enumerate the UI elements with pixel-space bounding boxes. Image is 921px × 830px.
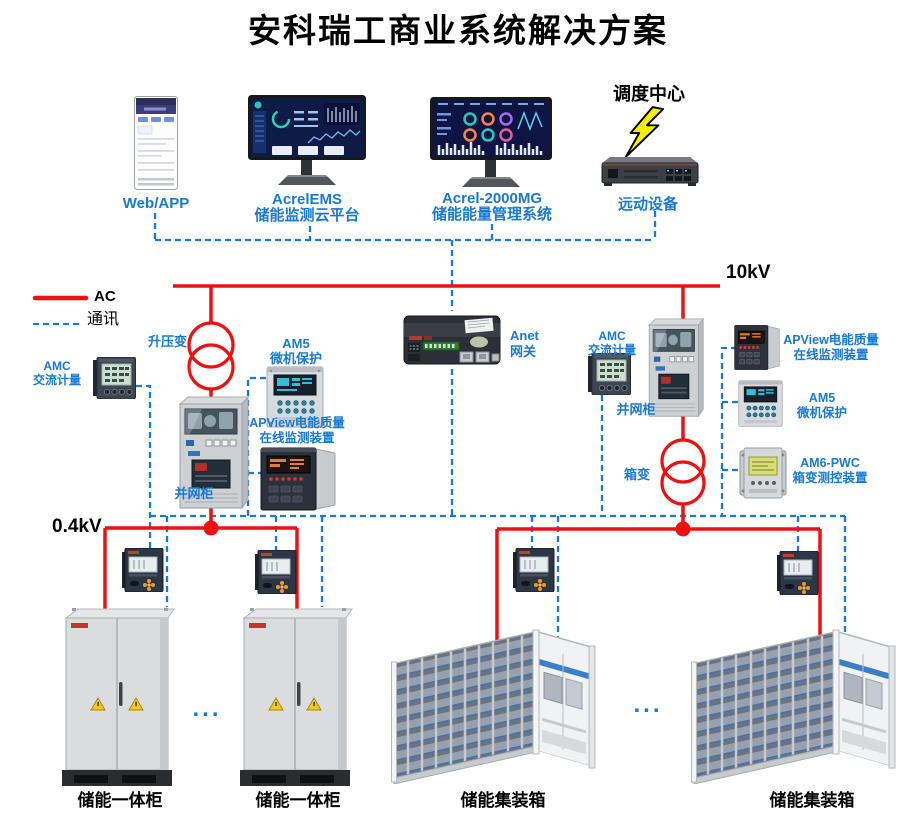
ems-desc-label: 储能监测云平台 — [254, 207, 360, 224]
am5-left-label-2: 微机保护 — [269, 351, 323, 366]
am5-protection-device-right — [738, 380, 783, 427]
cabinet1-label: 储能一体柜 — [77, 791, 163, 810]
container2-label: 储能集装箱 — [769, 791, 855, 810]
apview-right-label-2: 在线监测装置 — [793, 348, 869, 362]
grid-cabinet-right-label: 并网柜 — [616, 402, 656, 417]
storage-container-2 — [690, 618, 900, 785]
legend-ac-label: AC — [94, 288, 116, 305]
am5-right-label-2: 微机保护 — [796, 406, 848, 420]
energy-meter-3 — [513, 547, 555, 593]
webapp-phone — [134, 96, 178, 190]
comm-lines — [33, 211, 847, 672]
storage-cabinet-1 — [60, 606, 180, 788]
apview-left-label-2: 在线监测装置 — [259, 431, 335, 445]
box-transformer-symbol — [660, 438, 706, 484]
bus-junction-dots — [203, 520, 691, 537]
am5-left-label-1: AM5 — [282, 336, 310, 351]
energy-meter-4 — [777, 550, 819, 596]
am5-protection-device-left — [266, 366, 324, 428]
page-title: 安科瑞工商业系统解决方案 — [248, 12, 668, 49]
apview-left-label-1: APView电能质量 — [249, 416, 345, 430]
anet-gateway — [403, 310, 501, 368]
amc-left-label-1: AMC — [43, 359, 71, 373]
mg-name-label: Acrel-2000MG — [441, 190, 543, 207]
grid-connection-cabinet-left — [176, 395, 254, 510]
box-transformer-label: 箱变 — [623, 467, 651, 482]
remote-device-label: 远动设备 — [617, 196, 679, 213]
legend-comm-label: 通讯 — [87, 311, 120, 328]
lightning-bolt-icon — [621, 106, 667, 160]
am5-right-label-1: AM5 — [808, 391, 836, 405]
gateway-label-2: 网关 — [510, 344, 537, 359]
storage-cabinet-2 — [238, 606, 358, 788]
amc-right-label-2: 交流计量 — [587, 343, 637, 357]
ems-monitor — [248, 95, 366, 191]
amc-left-label-2: 交流计量 — [32, 373, 82, 387]
gateway-label-1: Anet — [510, 328, 539, 343]
storage-container-1 — [390, 618, 600, 785]
grid-connection-cabinet-right — [646, 317, 708, 418]
energy-meter-2 — [255, 549, 297, 595]
remote-terminal-server — [600, 149, 700, 189]
mg-monitor — [430, 97, 552, 193]
am6-pwc-device — [739, 447, 787, 499]
am6-label-2: 箱变测控装置 — [792, 471, 868, 485]
energy-meter-1 — [122, 547, 164, 593]
apview-right-label-1: APView电能质量 — [783, 333, 879, 347]
webapp-label: Web/APP — [122, 195, 190, 212]
lv-bus-label: 0.4kV — [52, 516, 102, 537]
amc-meter-right — [588, 352, 631, 396]
hv-bus-label: 10kV — [726, 262, 771, 283]
apview-monitor-device-left — [260, 446, 336, 512]
ellipsis-containers: ... — [633, 691, 663, 718]
container1-label: 储能集装箱 — [460, 791, 546, 810]
grid-cabinet-left-label: 并网柜 — [174, 486, 214, 501]
dispatch-center-label: 调度中心 — [613, 84, 685, 104]
ems-name-label: AcrelEMS — [271, 191, 343, 208]
apview-monitor-device-right — [734, 324, 780, 371]
cabinet2-label: 储能一体柜 — [255, 791, 341, 810]
amc-meter-left — [93, 356, 136, 400]
amc-right-label-1: AMC — [598, 329, 626, 343]
am6-label-1: AM6-PWC — [800, 456, 860, 470]
boost-transformer-label: 升压变 — [148, 334, 188, 349]
mg-desc-label: 储能能量管理系统 — [431, 206, 553, 223]
ellipsis-cabinets: ... — [192, 695, 222, 722]
boost-transformer-symbol — [187, 321, 235, 369]
